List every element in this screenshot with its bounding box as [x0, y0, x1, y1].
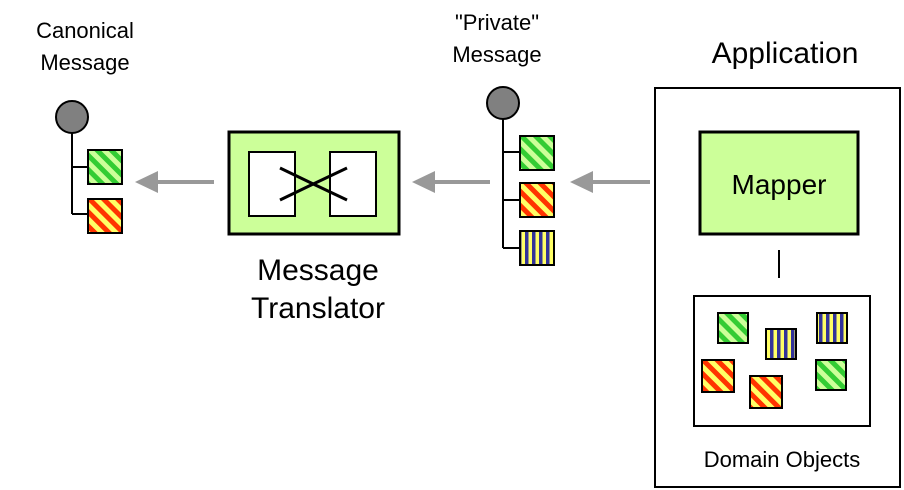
message-translator-label-line2: Translator: [251, 292, 385, 325]
arrow-application-to-private: [570, 171, 650, 193]
arrow-private-to-translator: [412, 171, 490, 193]
green-striped-block-icon: [87, 149, 123, 185]
blue-striped-block-icon: [816, 312, 848, 344]
message-node-icon: [55, 100, 89, 134]
mapper-label: Mapper: [732, 169, 827, 200]
message-node-icon: [486, 86, 520, 120]
canonical-message-label-line2: Message: [40, 50, 129, 75]
blue-striped-block-icon: [519, 230, 555, 266]
domain-objects-label: Domain Objects: [704, 447, 861, 472]
red-striped-block-icon: [749, 375, 783, 409]
canonical-message-label-line1: Canonical: [36, 18, 134, 43]
cross-icon: [279, 166, 348, 202]
private-message-label-line2: Message: [452, 42, 541, 67]
arrow-translator-to-canonical: [135, 171, 214, 193]
green-striped-block-icon: [815, 359, 847, 391]
blue-striped-block-icon: [765, 328, 797, 360]
canonical-message-icon: [55, 100, 123, 234]
application-title: Application: [712, 37, 859, 70]
red-striped-block-icon: [87, 198, 123, 234]
mapper-box: [698, 130, 860, 236]
private-message-label-line1: "Private": [455, 10, 539, 35]
message-translator-label-line1: Message: [257, 254, 379, 287]
green-striped-block-icon: [519, 135, 555, 171]
private-message-icon: [486, 86, 555, 266]
red-striped-block-icon: [701, 359, 735, 393]
green-striped-block-icon: [717, 312, 749, 344]
message-translator-box: [227, 130, 401, 236]
domain-objects-box: [693, 295, 871, 427]
red-striped-block-icon: [519, 182, 555, 218]
